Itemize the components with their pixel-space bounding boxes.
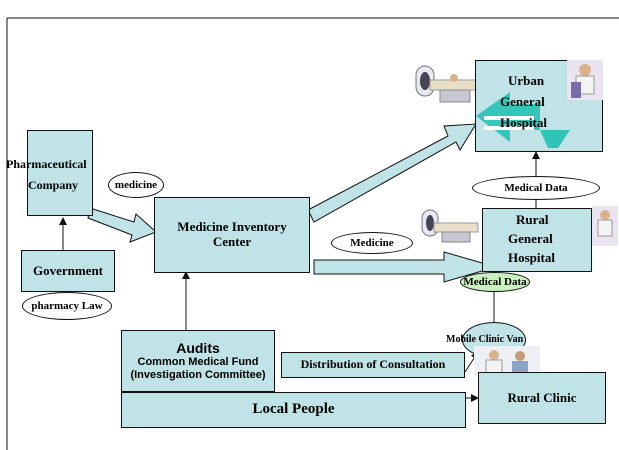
local-people-box: Local People: [121, 392, 466, 428]
government-box: Government: [21, 250, 115, 292]
block-arrow-inventory-to-urban: [307, 123, 477, 223]
audits-box: Audits Common Medical Fund (Investigatio…: [121, 330, 275, 392]
inventory-line1: Medicine Inventory: [177, 219, 287, 235]
urban-line1: Urban: [508, 73, 545, 88]
medicine-small-oval: medicine: [108, 172, 164, 198]
block-arrow-pharma-to-inventory: [87, 207, 157, 243]
pharmacy-law-oval: pharmacy Law: [22, 292, 112, 320]
hospital-logo-graphic: [476, 92, 570, 148]
urban-line3: Hospital: [500, 115, 547, 130]
urban-hospital-doctor-picture: [567, 60, 603, 100]
rural-hospital-doctor-picture: [592, 206, 618, 246]
pharmaceutical-label: Pharmaceutical: [6, 157, 87, 171]
audits-title: Audits: [176, 340, 220, 357]
distribution-of-consultation-box: Distribution of Consultation: [281, 352, 465, 378]
company-label: Company: [28, 178, 79, 192]
urban-hospital-mri-picture: [415, 65, 479, 103]
rural-hospital-mri-picture: [421, 209, 479, 243]
fund-line2: (Investigation Committee): [130, 369, 266, 382]
medical-data-top-oval: Medical Data: [472, 176, 600, 200]
fund-line1: Common Medical Fund: [137, 356, 259, 369]
rural-clinic-picture: [474, 346, 540, 376]
rural-general-hospital-box: [482, 208, 592, 272]
rural-line3: Hospital: [508, 250, 555, 265]
medicine-oval: Medicine: [331, 232, 413, 254]
rural-clinic-box: Rural Clinic: [478, 372, 606, 424]
medicine-inventory-center-box: Medicine Inventory Center: [154, 197, 310, 273]
rural-line2: General: [508, 231, 553, 246]
medical-data-bottom-oval: Medical Data: [460, 272, 530, 292]
inventory-line2: Center: [212, 234, 252, 249]
mobile-clinic-van-label: Mobile Clinic Van: [446, 334, 524, 345]
rural-line1: Rural: [516, 212, 549, 227]
pharmaceutical-company-box: [27, 130, 93, 216]
urban-line2: General: [500, 94, 545, 109]
